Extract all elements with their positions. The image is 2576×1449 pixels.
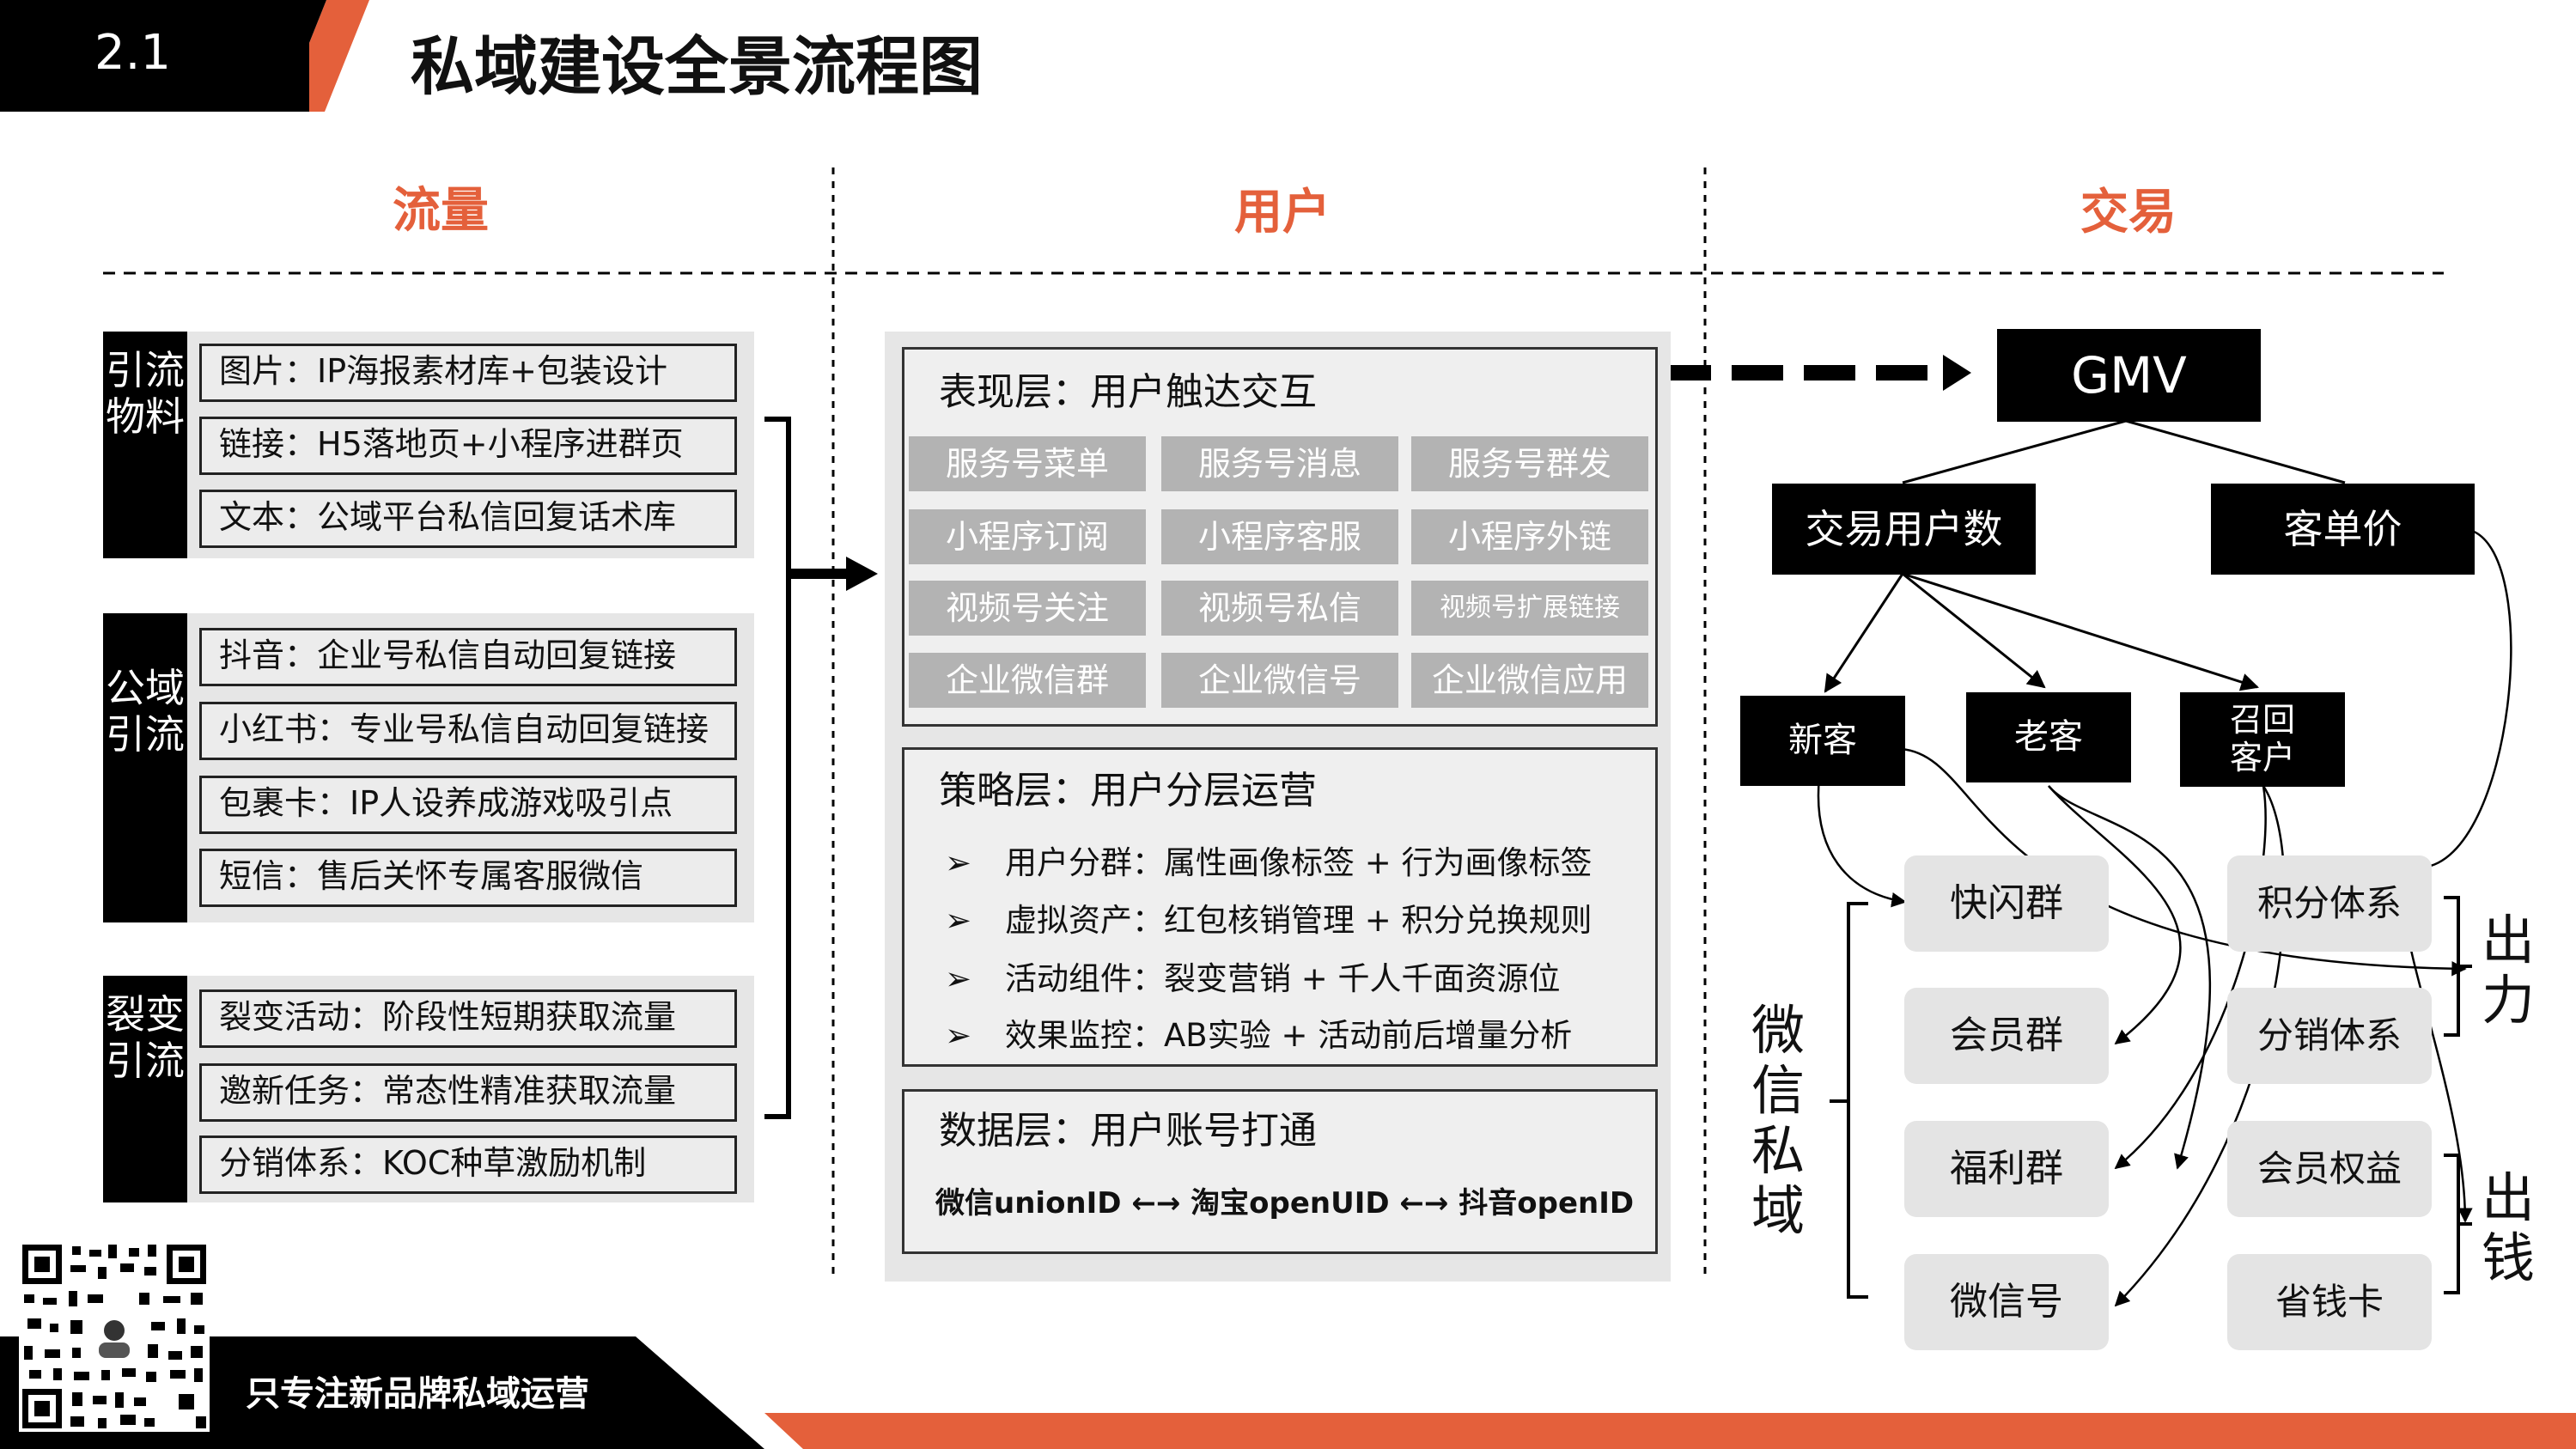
- system-item: 积分体系: [2227, 855, 2432, 952]
- data-layer: 数据层：用户账号打通 微信unionID ←→ 淘宝openUID ←→ 抖音o…: [902, 1089, 1658, 1254]
- touchpoint-tag: 小程序外链: [1411, 509, 1648, 564]
- private-item: 微信号: [1904, 1254, 2109, 1350]
- gmv-node: GMV: [1997, 329, 2261, 422]
- touchpoint-tag: 服务号群发: [1411, 436, 1648, 491]
- traffic-item: 分销体系：KOC种草激励机制: [199, 1135, 737, 1194]
- group-label-text: 公域引流: [106, 665, 185, 758]
- strategy-bullet-text: 用户分群：属性画像标签 + 行为画像标签: [1005, 844, 1592, 881]
- tree-line: [1902, 572, 2260, 691]
- strategy-bullet-text: 虚拟资产：红包核销管理 + 积分兑换规则: [1005, 902, 1592, 939]
- touchpoint-tag: 企业微信应用: [1411, 653, 1648, 708]
- old-customer-node: 老客: [1966, 692, 2131, 782]
- tree-line: [1902, 419, 2127, 484]
- private-bracket: [1830, 902, 1868, 1299]
- footer-slogan: 只专注新品牌私域运营: [246, 1374, 589, 1414]
- touchpoint-tag: 视频号扩展链接: [1411, 581, 1648, 636]
- traffic-item: 链接：H5落地页+小程序进群页: [199, 417, 737, 475]
- touchpoint-tag: 视频号关注: [909, 581, 1146, 636]
- group-label-text: 裂变引流: [106, 991, 185, 1084]
- private-domain-label: 微信私域: [1751, 999, 1805, 1242]
- strategy-layer-title: 策略层：用户分层运营: [939, 769, 1317, 813]
- bullet-marker: ➢: [945, 960, 972, 997]
- private-item: 会员群: [1904, 988, 2109, 1084]
- qr-code-icon: [19, 1241, 210, 1432]
- flow-curve: [2048, 785, 2182, 1045]
- touchpoint-tag: 视频号私信: [1161, 581, 1398, 636]
- tree-line: [1902, 572, 2046, 689]
- traffic-item: 包裹卡：IP人设养成游戏吸引点: [199, 776, 737, 834]
- traffic-bracket: [764, 417, 791, 1119]
- touchpoint-tag: 服务号消息: [1161, 436, 1398, 491]
- touchpoint-tag: 小程序客服: [1161, 509, 1398, 564]
- traffic-item: 短信：售后关怀专属客服微信: [199, 849, 737, 907]
- traffic-item: 文本：公域平台私信回复话术库: [199, 490, 737, 548]
- footer-accent-band: [764, 1413, 2576, 1449]
- traffic-group-label: 引流物料: [103, 332, 187, 558]
- group-label-text: 引流物料: [106, 347, 185, 440]
- traffic-arrow-head: [846, 557, 878, 591]
- flow-curve: [1817, 776, 1907, 908]
- strategy-layer: 策略层：用户分层运营: [902, 747, 1658, 1067]
- presentation-layer-title: 表现层：用户触达交互: [939, 370, 1317, 414]
- strategy-bullet: ➢ 用户分群：属性画像标签 + 行为画像标签: [945, 839, 1649, 887]
- account-mapping: 微信unionID ←→ 淘宝openUID ←→ 抖音openID: [935, 1186, 1635, 1221]
- strategy-bullet: ➢ 效果监控：AB实验 + 活动前后增量分析: [945, 1012, 1649, 1060]
- money-bracket: [2444, 1154, 2472, 1294]
- traffic-item: 小红书：专业号私信自动回复链接: [199, 702, 737, 760]
- bullet-marker: ➢: [945, 902, 972, 939]
- system-item: 会员权益: [2227, 1121, 2432, 1217]
- money-label: 出钱: [2481, 1166, 2535, 1289]
- column-heading-traffic: 流量: [393, 183, 489, 239]
- traffic-item: 邀新任务：常态性精准获取流量: [199, 1063, 737, 1122]
- strategy-bullet: ➢ 活动组件：裂变营销 + 千人千面资源位: [945, 955, 1649, 1003]
- flow-curve: [2114, 785, 2267, 1170]
- touchpoint-tag: 服务号菜单: [909, 436, 1146, 491]
- private-item: 快闪群: [1904, 855, 2109, 952]
- column-heading-users: 用户: [1234, 185, 1331, 240]
- touchpoint-tag: 小程序订阅: [909, 509, 1146, 564]
- private-item: 福利群: [1904, 1121, 2109, 1217]
- gmv-arrow-head: [1943, 355, 1971, 391]
- traffic-item: 抖音：企业号私信自动回复链接: [199, 628, 737, 686]
- tree-line: [2125, 419, 2346, 484]
- touchpoint-tag: 企业微信号: [1161, 653, 1398, 708]
- system-item: 分销体系: [2227, 988, 2432, 1084]
- section-number: 2.1: [94, 25, 172, 81]
- strategy-bullet-text: 效果监控：AB实验 + 活动前后增量分析: [1005, 1017, 1573, 1054]
- qr-code: [19, 1241, 210, 1432]
- bullet-marker: ➢: [945, 1017, 972, 1054]
- traffic-group-label: 公域引流: [103, 613, 187, 922]
- touchpoint-tag: 企业微信群: [909, 653, 1146, 708]
- recall-customer-node: 召回 客户: [2180, 692, 2345, 787]
- page-title: 私域建设全景流程图: [411, 30, 983, 104]
- recall-line: 客户: [2229, 739, 2295, 776]
- recall-line: 召回: [2229, 701, 2295, 739]
- column-heading-trade: 交易: [2080, 185, 2177, 240]
- system-item: 省钱卡: [2227, 1254, 2432, 1350]
- header-badge: [0, 0, 309, 112]
- flow-curve: [2048, 785, 2212, 1170]
- traffic-item: 图片：IP海报素材库+包装设计: [199, 344, 737, 402]
- data-layer-title: 数据层：用户账号打通: [939, 1109, 1317, 1153]
- effort-label: 出力: [2481, 909, 2535, 1032]
- bullet-marker: ➢: [945, 844, 972, 881]
- strategy-bullet-text: 活动组件：裂变营销 + 千人千面资源位: [1005, 960, 1561, 997]
- tree-line: [1824, 573, 1904, 693]
- new-customer-node: 新客: [1740, 696, 1905, 786]
- traffic-item: 裂变活动：阶段性短期获取流量: [199, 989, 737, 1048]
- effort-bracket: [2444, 896, 2472, 1037]
- strategy-bullet: ➢ 虚拟资产：红包核销管理 + 积分兑换规则: [945, 897, 1649, 945]
- traffic-group-label: 裂变引流: [103, 976, 187, 1202]
- unit-price-node: 客单价: [2211, 484, 2475, 575]
- trade-users-node: 交易用户数: [1772, 484, 2036, 575]
